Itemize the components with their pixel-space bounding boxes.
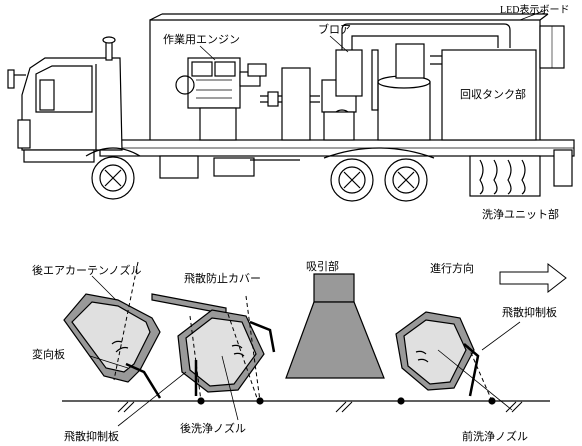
front-wash-hood: [395, 311, 480, 397]
label-anti-scatter-plate-bottom: 飛散抑制板: [64, 429, 119, 443]
rear-wash-line: [189, 315, 202, 402]
label-direction: 進行方向: [430, 261, 474, 275]
front-wash-line: [467, 345, 493, 402]
washing-unit: [469, 149, 573, 197]
label-tank: 回収タンク部: [460, 87, 526, 101]
truck-cab: [21, 57, 123, 151]
nozzle-diagram: [62, 261, 567, 413]
label-wash-unit: 洗浄ユニット部: [482, 207, 559, 221]
recovery-tank: [371, 43, 537, 141]
rear-wash-line-2: [245, 295, 261, 402]
label-blower: ブロア: [318, 22, 351, 36]
direction-arrow: [499, 262, 567, 294]
label-rear-wash-nozzle: 後洗浄ノズル: [180, 421, 246, 435]
label-suction: 吸引部: [306, 259, 339, 273]
label-anti-scatter-plate-right: 飛散抑制板: [502, 305, 557, 319]
label-engine: 作業用エンジン: [163, 33, 240, 46]
cover-line: [227, 313, 259, 402]
label-anti-scatter-cover: 飛散防止カバー: [184, 271, 261, 285]
rear-air-curtain-hood: [63, 293, 162, 399]
ground-hatch: [117, 401, 523, 413]
suction-hood: [285, 273, 385, 379]
label-led-board: LED表示ボード: [500, 3, 569, 16]
air-curtain-line: [113, 261, 139, 381]
truck-illustration: [7, 9, 575, 202]
label-rear-air-curtain-nozzle: 後エアカーテンノズル: [32, 263, 141, 277]
blower-unit: [281, 23, 511, 141]
rear-wash-hood: [177, 309, 276, 396]
body-outline: [149, 19, 541, 140]
bottom-leader-lines: [89, 275, 521, 427]
label-deflector: 変向板: [32, 347, 65, 361]
label-front-wash-nozzle: 前洗浄ノズル: [462, 429, 528, 443]
work-engine: [175, 57, 267, 141]
